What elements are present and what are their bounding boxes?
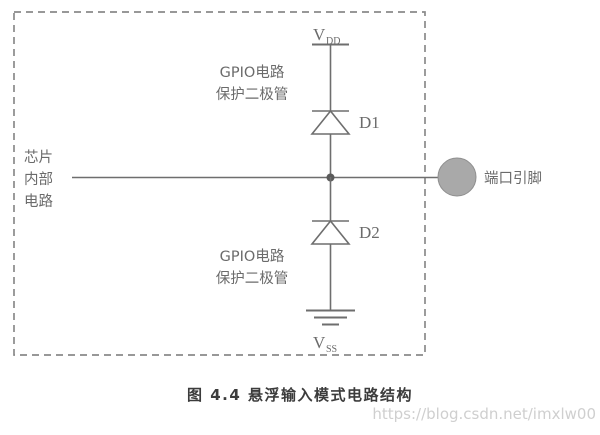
vss-subscript: SS (326, 344, 337, 355)
chip-internal-label-line2: 内部 (24, 171, 53, 188)
d2-triangle (310, 219, 351, 245)
gpio-top-label-line2: 保护二极管 (216, 86, 289, 103)
chip-internal-label-line1: 芯片 (24, 149, 53, 166)
figure-caption: 图 4.4 悬浮输入模式电路结构 (187, 386, 413, 404)
d1-label: D1 (359, 113, 380, 132)
gpio-bottom-label-line2: 保护二极管 (216, 270, 289, 287)
gpio-bottom-label-line1: GPIO电路 (220, 248, 285, 265)
port-pin-label: 端口引脚 (484, 170, 542, 187)
d2-label: D2 (359, 223, 380, 242)
vdd-subscript: DD (326, 36, 340, 47)
chip-internal-label-line3: 电路 (24, 193, 53, 210)
csdn-watermark: https://blog.csdn.net/imxlw00 (372, 405, 596, 423)
gpio-top-label-line1: GPIO电路 (220, 64, 285, 81)
port-pin-circle[interactable] (437, 157, 477, 197)
d1-triangle (310, 109, 351, 135)
chip-boundary-dashed-box (13, 11, 426, 356)
vss-label: V (313, 333, 326, 352)
vdd-label: V (313, 25, 326, 44)
